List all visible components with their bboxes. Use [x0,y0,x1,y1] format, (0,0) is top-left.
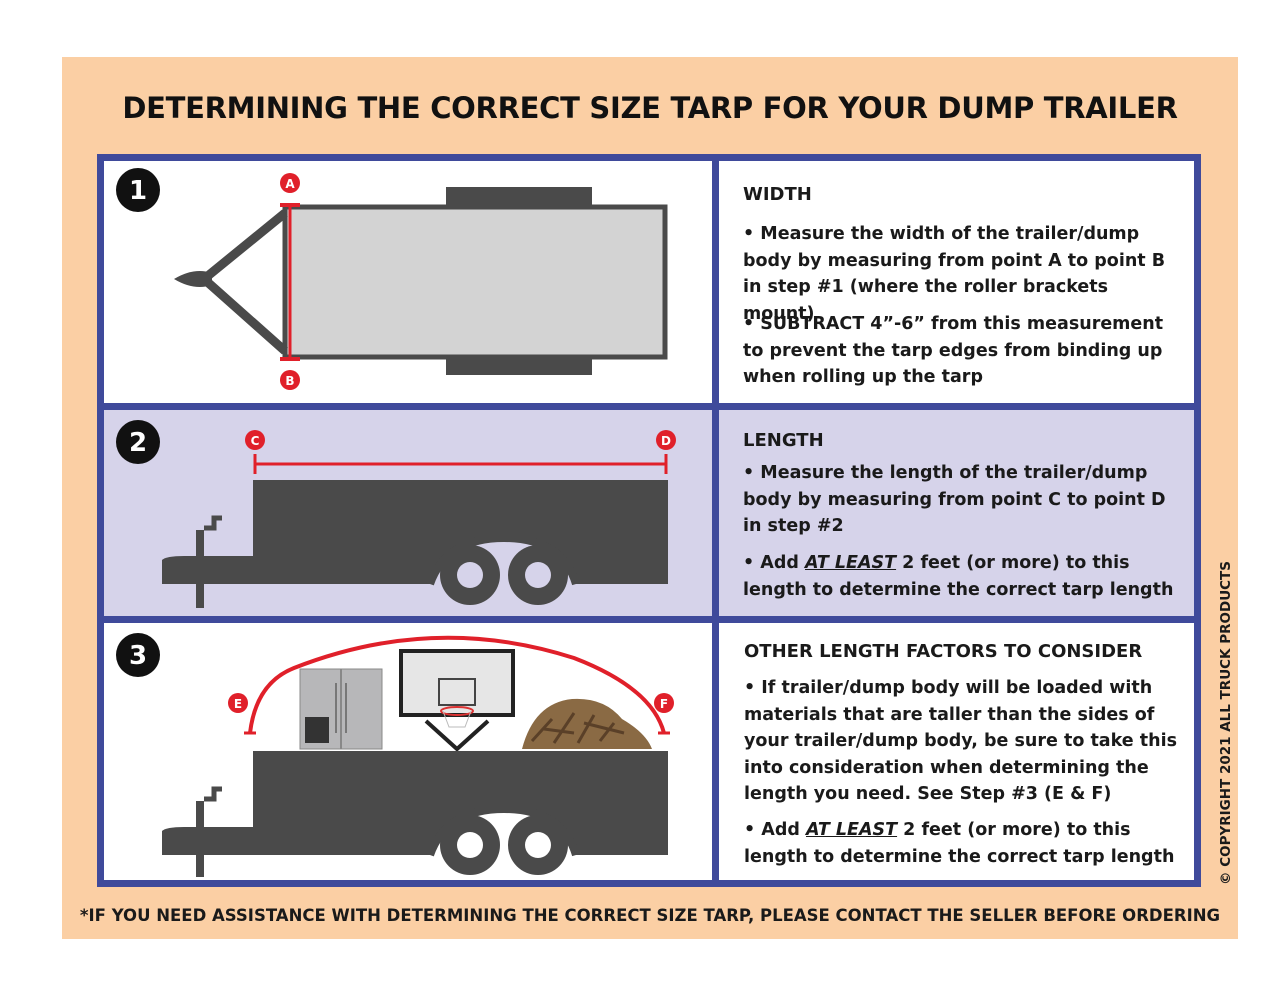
point-a-marker [280,173,300,193]
step-3-heading: OTHER LENGTH FACTORS TO CONSIDER [744,641,1143,662]
point-e-marker [228,693,248,713]
step-2-text: LENGTH • Measure the length of the trail… [719,410,1194,616]
trailer-tongue [197,209,288,355]
trailer-top-view-diagram: 1 A B [116,168,668,390]
footnote: *IF YOU NEED ASSISTANCE WITH DETERMINING… [79,906,1221,925]
step-2-number-circle [116,420,160,464]
step-1-bullet-1: • Measure the width of the trailer/dump … [743,224,1166,324]
copyright-notice: © COPYRIGHT 2021 ALL TRUCK PRODUCTS [1218,561,1234,885]
basketball-rim [440,706,474,716]
point-f-marker [654,693,674,713]
axle-top [446,187,592,207]
page-title: DETERMINING THE CORRECT SIZE TARP FOR YO… [122,91,1178,125]
step-3-text: OTHER LENGTH FACTORS TO CONSIDER • If tr… [719,623,1194,880]
step-1-heading: WIDTH [743,184,812,205]
svg-text:D: D [661,434,671,448]
trailer-body [282,204,668,360]
tongue [162,556,253,584]
steps-grid: 1 A B WIDTH • Measure t [97,154,1201,887]
axle-bottom [446,355,592,375]
trailer-side-view-diagram: 2 C D [116,420,676,608]
step-2-heading: LENGTH [743,430,824,451]
step-1-text: WIDTH • Measure the width of the trailer… [719,161,1194,403]
step-3-bullet-1: • If trailer/dump body will be loaded wi… [744,678,1177,804]
step-1-number: 1 [129,176,147,206]
step-3-illustration: 3 E F [104,623,712,880]
step-3-number: 3 [129,641,147,671]
poster: DETERMINING THE CORRECT SIZE TARP FOR YO… [62,57,1238,939]
svg-text:A: A [285,177,295,191]
step-2-illustration: 2 C D [104,410,712,616]
step-1-number-circle [116,168,160,212]
step-1-illustration: 1 A B [104,161,712,403]
step-3-number-circle [116,633,160,677]
point-d-marker [656,430,676,450]
step-2-number: 2 [129,428,147,458]
svg-text:B: B [285,374,294,388]
tarp-curve [248,635,666,734]
svg-text:C: C [251,434,260,448]
loaded-trailer-diagram: 3 E F [116,633,674,877]
hitch [174,271,212,287]
step-2-bullet-2: • Add AT LEAST 2 feet (or more) to this … [743,553,1174,600]
step-1-bullet-2: • SUBTRACT 4”-6” from this measurement t… [743,314,1164,387]
svg-text:F: F [660,697,668,711]
jack [196,530,204,608]
svg-text:E: E [234,697,242,711]
step-2-bullet-1: • Measure the length of the trailer/dump… [743,463,1166,536]
point-b-marker [280,370,300,390]
point-c-marker [245,430,265,450]
step-3-bullet-2: • Add AT LEAST 2 feet (or more) to this … [744,820,1175,867]
